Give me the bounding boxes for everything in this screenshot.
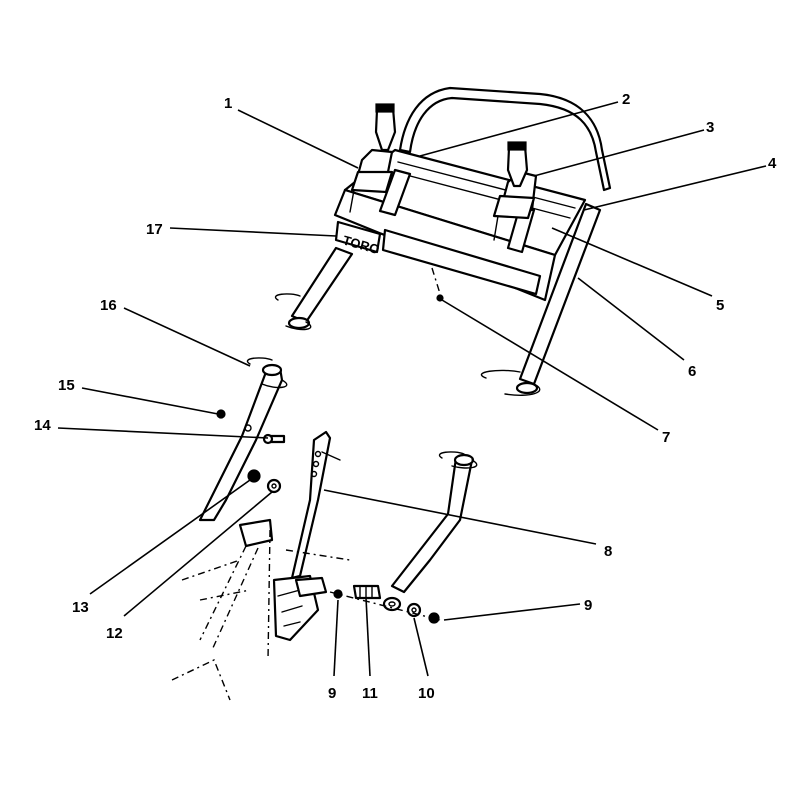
lower-left-handle — [198, 357, 288, 522]
callout-13: 13 — [72, 599, 89, 616]
left-lever — [349, 103, 397, 213]
lower-right-handle — [390, 451, 478, 594]
right-lever — [492, 141, 538, 241]
callout-15: 15 — [58, 377, 75, 394]
callout-16: 16 — [100, 297, 117, 314]
nut-15 — [216, 409, 226, 419]
callout-9-right: 9 — [584, 597, 592, 614]
washer-10 — [406, 602, 422, 618]
callout-17: 17 — [146, 221, 163, 238]
callout-11: 11 — [362, 685, 378, 702]
callout-labels: 1 2 3 4 5 6 7 8 9 9 10 11 12 13 14 15 16… — [34, 91, 777, 702]
leader-lines — [57, 101, 767, 677]
screw-7 — [436, 294, 444, 302]
bolt-14 — [262, 433, 286, 445]
callout-6: 6 — [688, 363, 696, 380]
mower-deck-bracket — [171, 518, 351, 701]
callout-1: 1 — [224, 95, 232, 112]
bolt-13 — [247, 469, 261, 483]
callout-14: 14 — [34, 417, 51, 434]
nut-9-left — [333, 589, 343, 599]
callout-8: 8 — [604, 543, 612, 560]
callout-2: 2 — [622, 91, 630, 108]
callout-3: 3 — [706, 119, 714, 136]
callout-7: 7 — [662, 429, 670, 446]
washer-12 — [266, 478, 282, 494]
bracket-8 — [290, 430, 341, 580]
callout-9-left: 9 — [328, 685, 336, 702]
callout-10: 10 — [418, 685, 435, 702]
bolt-11 — [352, 584, 382, 600]
spacer — [382, 596, 402, 612]
callout-5: 5 — [716, 297, 724, 314]
callout-12: 12 — [106, 625, 123, 642]
callout-4: 4 — [768, 155, 777, 172]
